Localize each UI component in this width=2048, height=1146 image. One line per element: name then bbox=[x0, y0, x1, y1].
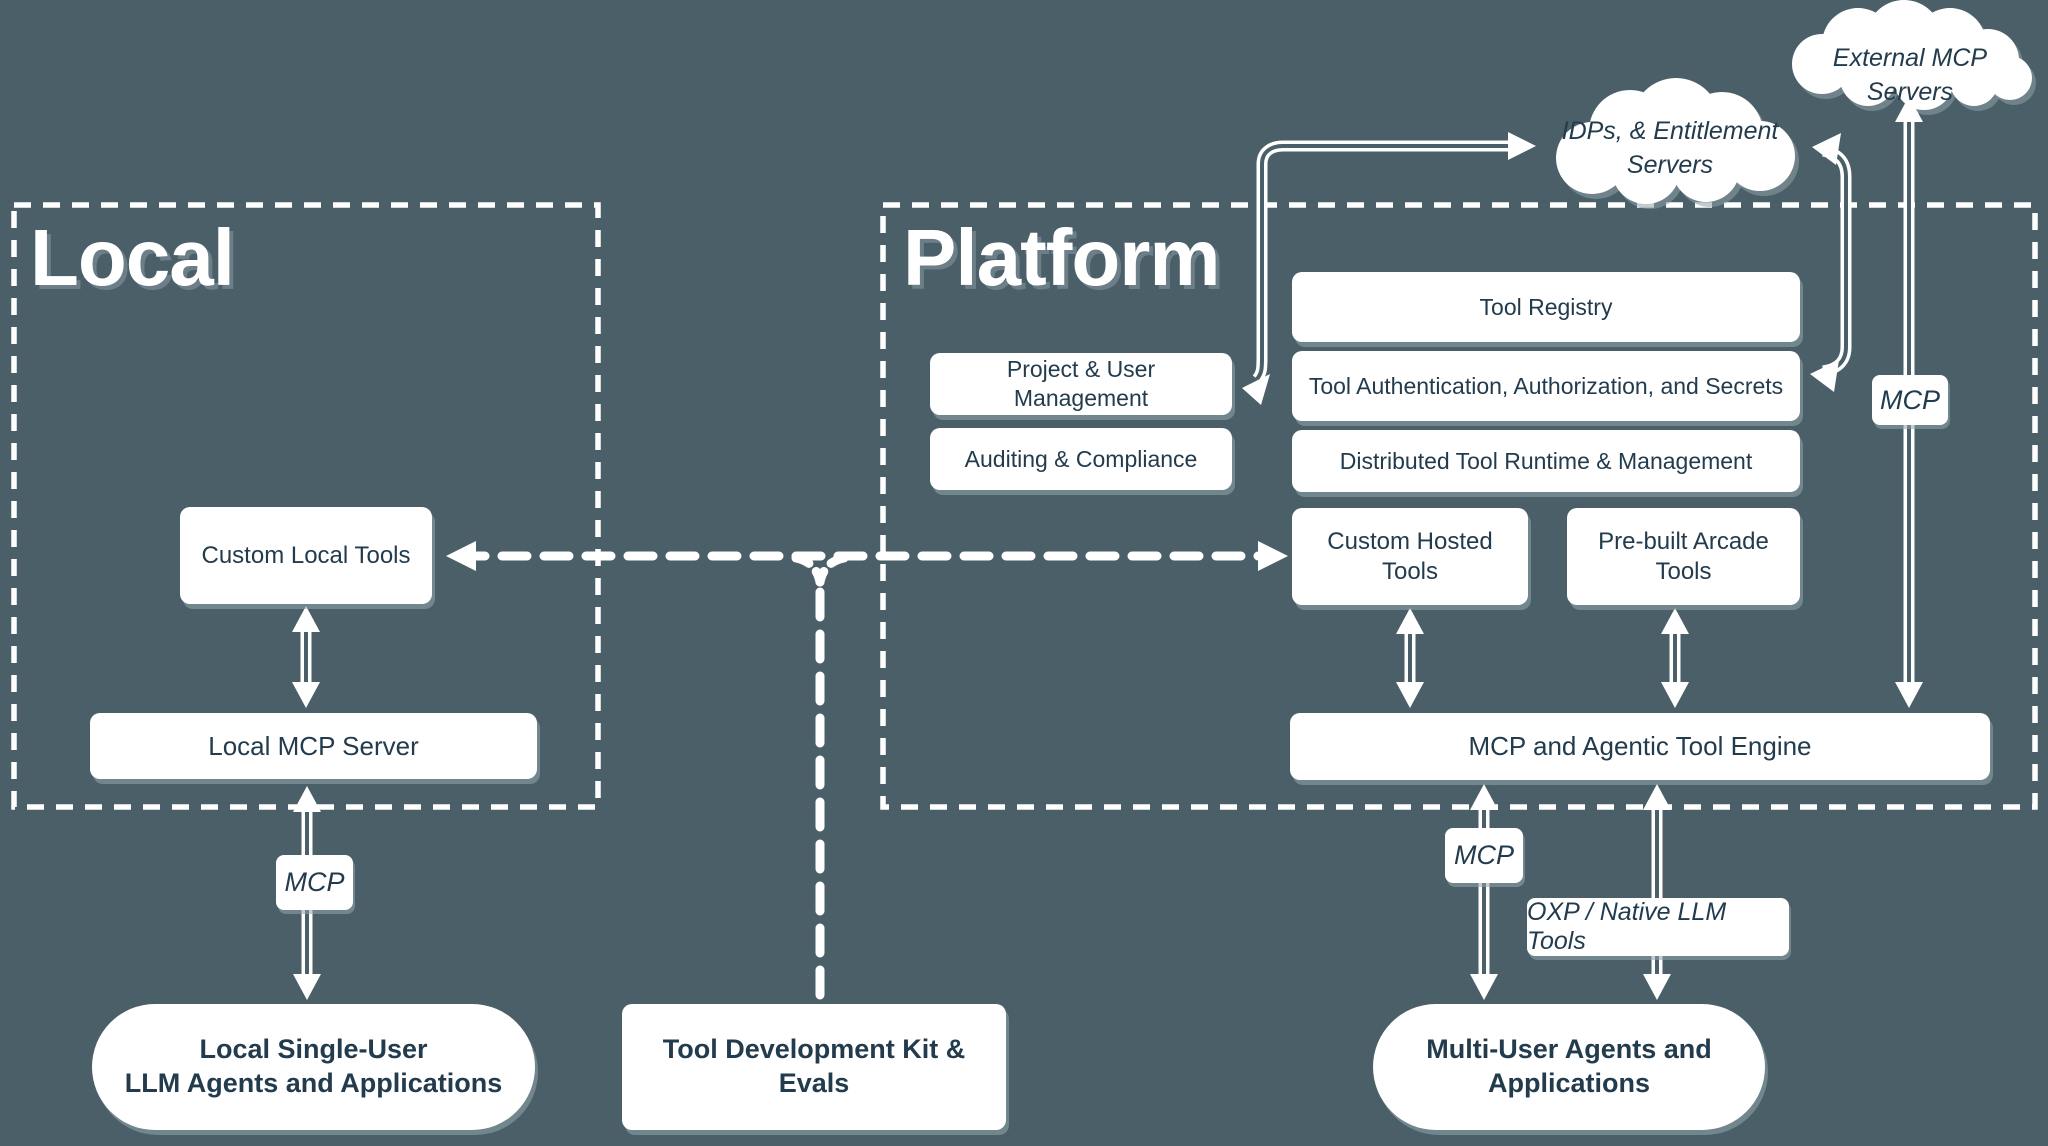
idp-cloud-line2: Servers bbox=[1626, 150, 1714, 179]
local-mcp-server-box: Local MCP Server bbox=[90, 713, 537, 779]
multi-user-agents-line1: Multi-User Agents and bbox=[1426, 1034, 1712, 1065]
local-region-title: Local bbox=[30, 213, 235, 302]
arrow-localtools-mcpserver bbox=[292, 606, 320, 708]
dashed-arrow-local-hosted bbox=[446, 541, 1288, 571]
multi-user-agents-line2: Applications bbox=[1487, 1068, 1650, 1098]
multi-user-agents-pill: Multi-User Agents and Applications bbox=[1373, 1004, 1765, 1130]
custom-hosted-tools-box: Custom Hosted Tools bbox=[1292, 508, 1528, 605]
local-agents-line1: Local Single-User bbox=[199, 1034, 428, 1065]
local-agents-pill: Local Single-User LLM Agents and Applica… bbox=[92, 1004, 535, 1130]
local-agents-line2: LLM Agents and Applications bbox=[124, 1068, 503, 1098]
mcp-protocol-badge-local: MCP bbox=[276, 855, 353, 910]
arrow-engine-agents-mcp bbox=[1470, 784, 1498, 1000]
dashed-line-tdk bbox=[791, 553, 849, 1003]
platform-region-border bbox=[880, 202, 2038, 810]
custom-local-tools-box: Custom Local Tools bbox=[180, 507, 432, 604]
tool-dev-kit-box: Tool Development Kit & Evals bbox=[622, 1004, 1006, 1130]
mcp-agentic-engine-box: MCP and Agentic Tool Engine bbox=[1290, 713, 1990, 780]
distributed-runtime-box: Distributed Tool Runtime & Management bbox=[1292, 430, 1800, 492]
project-user-management-box: Project & User Management bbox=[930, 353, 1232, 415]
prebuilt-arcade-tools-box: Pre-built Arcade Tools bbox=[1567, 508, 1800, 605]
arrow-project-idp bbox=[1242, 132, 1536, 405]
external-cloud-label: External MCP Servers bbox=[1832, 44, 1988, 106]
auditing-compliance-box: Auditing & Compliance bbox=[930, 428, 1232, 490]
oxp-native-llm-badge: OXP / Native LLM Tools bbox=[1527, 898, 1789, 956]
mcp-protocol-badge-external: MCP bbox=[1872, 375, 1948, 425]
idp-cloud-label: IDPs, & Entitlement Servers bbox=[1555, 115, 1785, 183]
tool-auth-box: Tool Authentication, Authorization, and … bbox=[1292, 351, 1800, 421]
idp-cloud-icon bbox=[1556, 78, 1799, 209]
idp-cloud-line1: IDPs, & Entitlement bbox=[1561, 117, 1779, 145]
tool-registry-box: Tool Registry bbox=[1292, 272, 1800, 342]
platform-region-title: Platform bbox=[903, 213, 1220, 302]
arrow-engine-agents-oxp bbox=[1643, 784, 1671, 1000]
local-region-border bbox=[11, 202, 601, 810]
arrow-prebuilt-engine bbox=[1661, 608, 1689, 708]
arrow-auth-idp bbox=[1810, 133, 1852, 392]
external-mcp-cloud-icon bbox=[1792, 0, 2036, 115]
arrow-hosted-engine bbox=[1396, 608, 1424, 708]
mcp-protocol-badge-platform: MCP bbox=[1445, 828, 1523, 883]
